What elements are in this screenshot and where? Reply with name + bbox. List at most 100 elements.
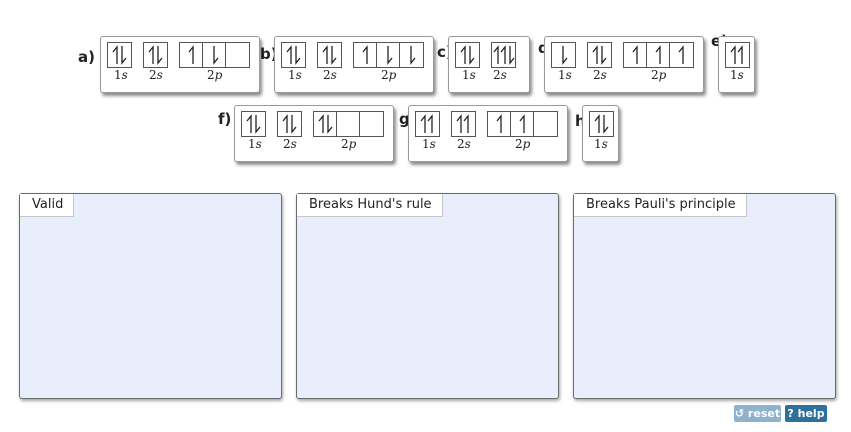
down-arrow-icon [118, 45, 128, 65]
down-arrow-icon [598, 45, 608, 65]
reset-button[interactable]: ↺ reset [734, 405, 781, 422]
bin-breaks-pauli[interactable]: Breaks Pauli's principle [573, 193, 836, 399]
sublevel-label: 2p [207, 68, 223, 82]
up-arrow-icon [187, 45, 197, 65]
orbital-group [241, 111, 266, 137]
orbital-group [313, 111, 384, 137]
orbital-box [416, 112, 439, 136]
sublevel-label: 1s [248, 137, 262, 151]
down-arrow-icon [407, 45, 417, 65]
up-arrow-icon [317, 114, 327, 134]
orbital-box [456, 43, 479, 67]
orbital-box [180, 43, 203, 67]
up-arrow-icon [518, 114, 528, 134]
orbital-box [452, 112, 475, 136]
up-arrow-icon [736, 45, 746, 65]
bin-title-valid: Valid [20, 194, 75, 217]
bin-valid[interactable]: Valid [19, 193, 282, 399]
sublevel-label: 2p [381, 68, 397, 82]
orbital-group [179, 42, 250, 68]
sublevel-label: 2s [323, 68, 337, 82]
orbital-card-h[interactable]: 1s [582, 105, 619, 162]
help-button[interactable]: ? help [785, 405, 827, 422]
sublevel-label: 1s [558, 68, 572, 82]
orbital-group [623, 42, 694, 68]
sublevel-label: 1s [422, 137, 436, 151]
up-arrow-icon [245, 114, 255, 134]
orbital-box [203, 43, 226, 67]
down-arrow-icon [600, 114, 610, 134]
orbital-box [488, 112, 511, 136]
down-arrow-icon [506, 45, 516, 65]
down-arrow-icon [466, 45, 476, 65]
orbital-group [551, 42, 576, 68]
orbital-group [451, 111, 476, 137]
orbital-box [354, 43, 377, 67]
orbital-box [492, 43, 515, 67]
orbital-box [400, 43, 423, 67]
down-arrow-icon [252, 114, 262, 134]
orbital-box [377, 43, 400, 67]
orbital-group [281, 42, 306, 68]
orbital-box [318, 43, 341, 67]
orbital-box [552, 43, 575, 67]
orbital-card-d[interactable]: 1s 2s 2p [544, 36, 704, 93]
up-arrow-icon [462, 114, 472, 134]
up-arrow-icon [654, 45, 664, 65]
orbital-box [726, 43, 749, 67]
orbital-card-g[interactable]: 1s 2s 2p [408, 105, 568, 162]
up-arrow-icon [147, 45, 157, 65]
orbital-box [108, 43, 131, 67]
up-arrow-icon [492, 45, 502, 65]
orbital-group [317, 42, 342, 68]
sublevel-label: 2p [515, 137, 531, 151]
up-arrow-icon [361, 45, 371, 65]
orbital-group [487, 111, 558, 137]
orbital-box [360, 112, 383, 136]
orbital-card-e[interactable]: 1s [718, 36, 755, 93]
orbital-group [107, 42, 132, 68]
orbital-group [277, 111, 302, 137]
orbital-group [353, 42, 424, 68]
down-arrow-icon [559, 45, 569, 65]
down-arrow-icon [292, 45, 302, 65]
up-arrow-icon [459, 45, 469, 65]
card-label-f: f) [218, 110, 232, 128]
down-arrow-icon [324, 114, 334, 134]
up-arrow-icon [426, 114, 436, 134]
sublevel-label: 2p [651, 68, 667, 82]
orbital-box [624, 43, 647, 67]
orbital-box [590, 112, 613, 136]
bin-title-breaks-pauli: Breaks Pauli's principle [574, 194, 747, 217]
up-arrow-icon [111, 45, 121, 65]
sublevel-label: 2s [493, 68, 507, 82]
orbital-group [491, 42, 516, 68]
orbital-box [278, 112, 301, 136]
orbital-box [144, 43, 167, 67]
sublevel-label: 1s [594, 137, 608, 151]
orbital-box [337, 112, 360, 136]
orbital-group [725, 42, 750, 68]
sublevel-label: 1s [114, 68, 128, 82]
card-label-b: b) [260, 45, 278, 63]
orbital-box [670, 43, 693, 67]
up-arrow-icon [591, 45, 601, 65]
card-label-a: a) [78, 48, 95, 66]
orbital-box [282, 43, 305, 67]
up-arrow-icon [499, 45, 509, 65]
sublevel-label: 2s [593, 68, 607, 82]
down-arrow-icon [384, 45, 394, 65]
down-arrow-icon [154, 45, 164, 65]
orbital-box [588, 43, 611, 67]
orbital-box [647, 43, 670, 67]
up-arrow-icon [495, 114, 505, 134]
bin-breaks-hund[interactable]: Breaks Hund's rule [296, 193, 559, 399]
sublevel-label: 2s [457, 137, 471, 151]
orbital-box [534, 112, 557, 136]
orbital-group [415, 111, 440, 137]
down-arrow-icon [288, 114, 298, 134]
